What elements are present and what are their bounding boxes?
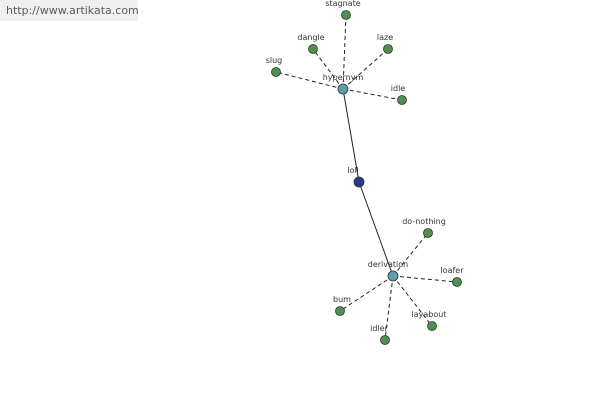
graph-edges: [275, 14, 458, 341]
graph-labels: loll hypernym derivation stagnate dangle laze…: [266, 0, 465, 333]
node-label-loafer[interactable]: loafer: [440, 266, 464, 275]
edge-loll-hypernym: [342, 88, 360, 183]
node-label-dangle[interactable]: dangle: [297, 33, 324, 42]
node-label-layabout[interactable]: layabout: [412, 310, 447, 319]
node-leaf-stagnate[interactable]: [341, 10, 351, 20]
edge-hypernym-stagnate: [342, 14, 347, 90]
node-label-laze[interactable]: laze: [377, 33, 393, 42]
edge-hypernym-idle-verb: [342, 88, 403, 101]
edge-derivation-loafer: [392, 275, 458, 283]
node-leaf-bum[interactable]: [335, 306, 345, 316]
node-leaf-loafer[interactable]: [452, 277, 462, 287]
edge-hypernym-laze: [342, 48, 389, 90]
node-label-bum[interactable]: bum: [333, 295, 351, 304]
edge-derivation-do-nothing: [392, 232, 429, 277]
edge-loll-derivation: [358, 181, 394, 277]
node-label-do-nothing[interactable]: do-nothing: [402, 217, 446, 226]
node-leaf-dangle[interactable]: [308, 44, 318, 54]
edge-derivation-idler: [384, 275, 394, 341]
source-url-banner[interactable]: http://www.artikata.com: [0, 0, 139, 21]
edge-derivation-bum: [339, 275, 394, 312]
node-leaf-layabout[interactable]: [427, 321, 437, 331]
node-hub-derivation[interactable]: [387, 270, 399, 282]
node-label-loll[interactable]: loll: [347, 166, 359, 175]
node-leaf-do-nothing[interactable]: [423, 228, 433, 238]
node-label-derivation[interactable]: derivation: [368, 260, 408, 269]
node-center-loll[interactable]: [353, 176, 365, 188]
graph-nodes: [271, 10, 462, 345]
edge-hypernym-slug: [275, 71, 344, 90]
node-label-stagnate[interactable]: stagnate: [325, 0, 360, 8]
node-label-slug[interactable]: slug: [266, 56, 283, 65]
node-leaf-slug[interactable]: [271, 67, 281, 77]
node-hub-hypernym[interactable]: [337, 83, 349, 95]
node-leaf-laze[interactable]: [383, 44, 393, 54]
node-leaf-idle-verb[interactable]: [397, 95, 407, 105]
node-label-hypernym[interactable]: hypernym: [323, 73, 364, 82]
node-label-idle-verb[interactable]: idle: [391, 84, 406, 93]
node-label-idler[interactable]: idler: [370, 324, 388, 333]
edge-derivation-layabout: [392, 275, 433, 327]
node-leaf-idler[interactable]: [380, 335, 390, 345]
edge-hypernym-dangle: [312, 48, 344, 90]
